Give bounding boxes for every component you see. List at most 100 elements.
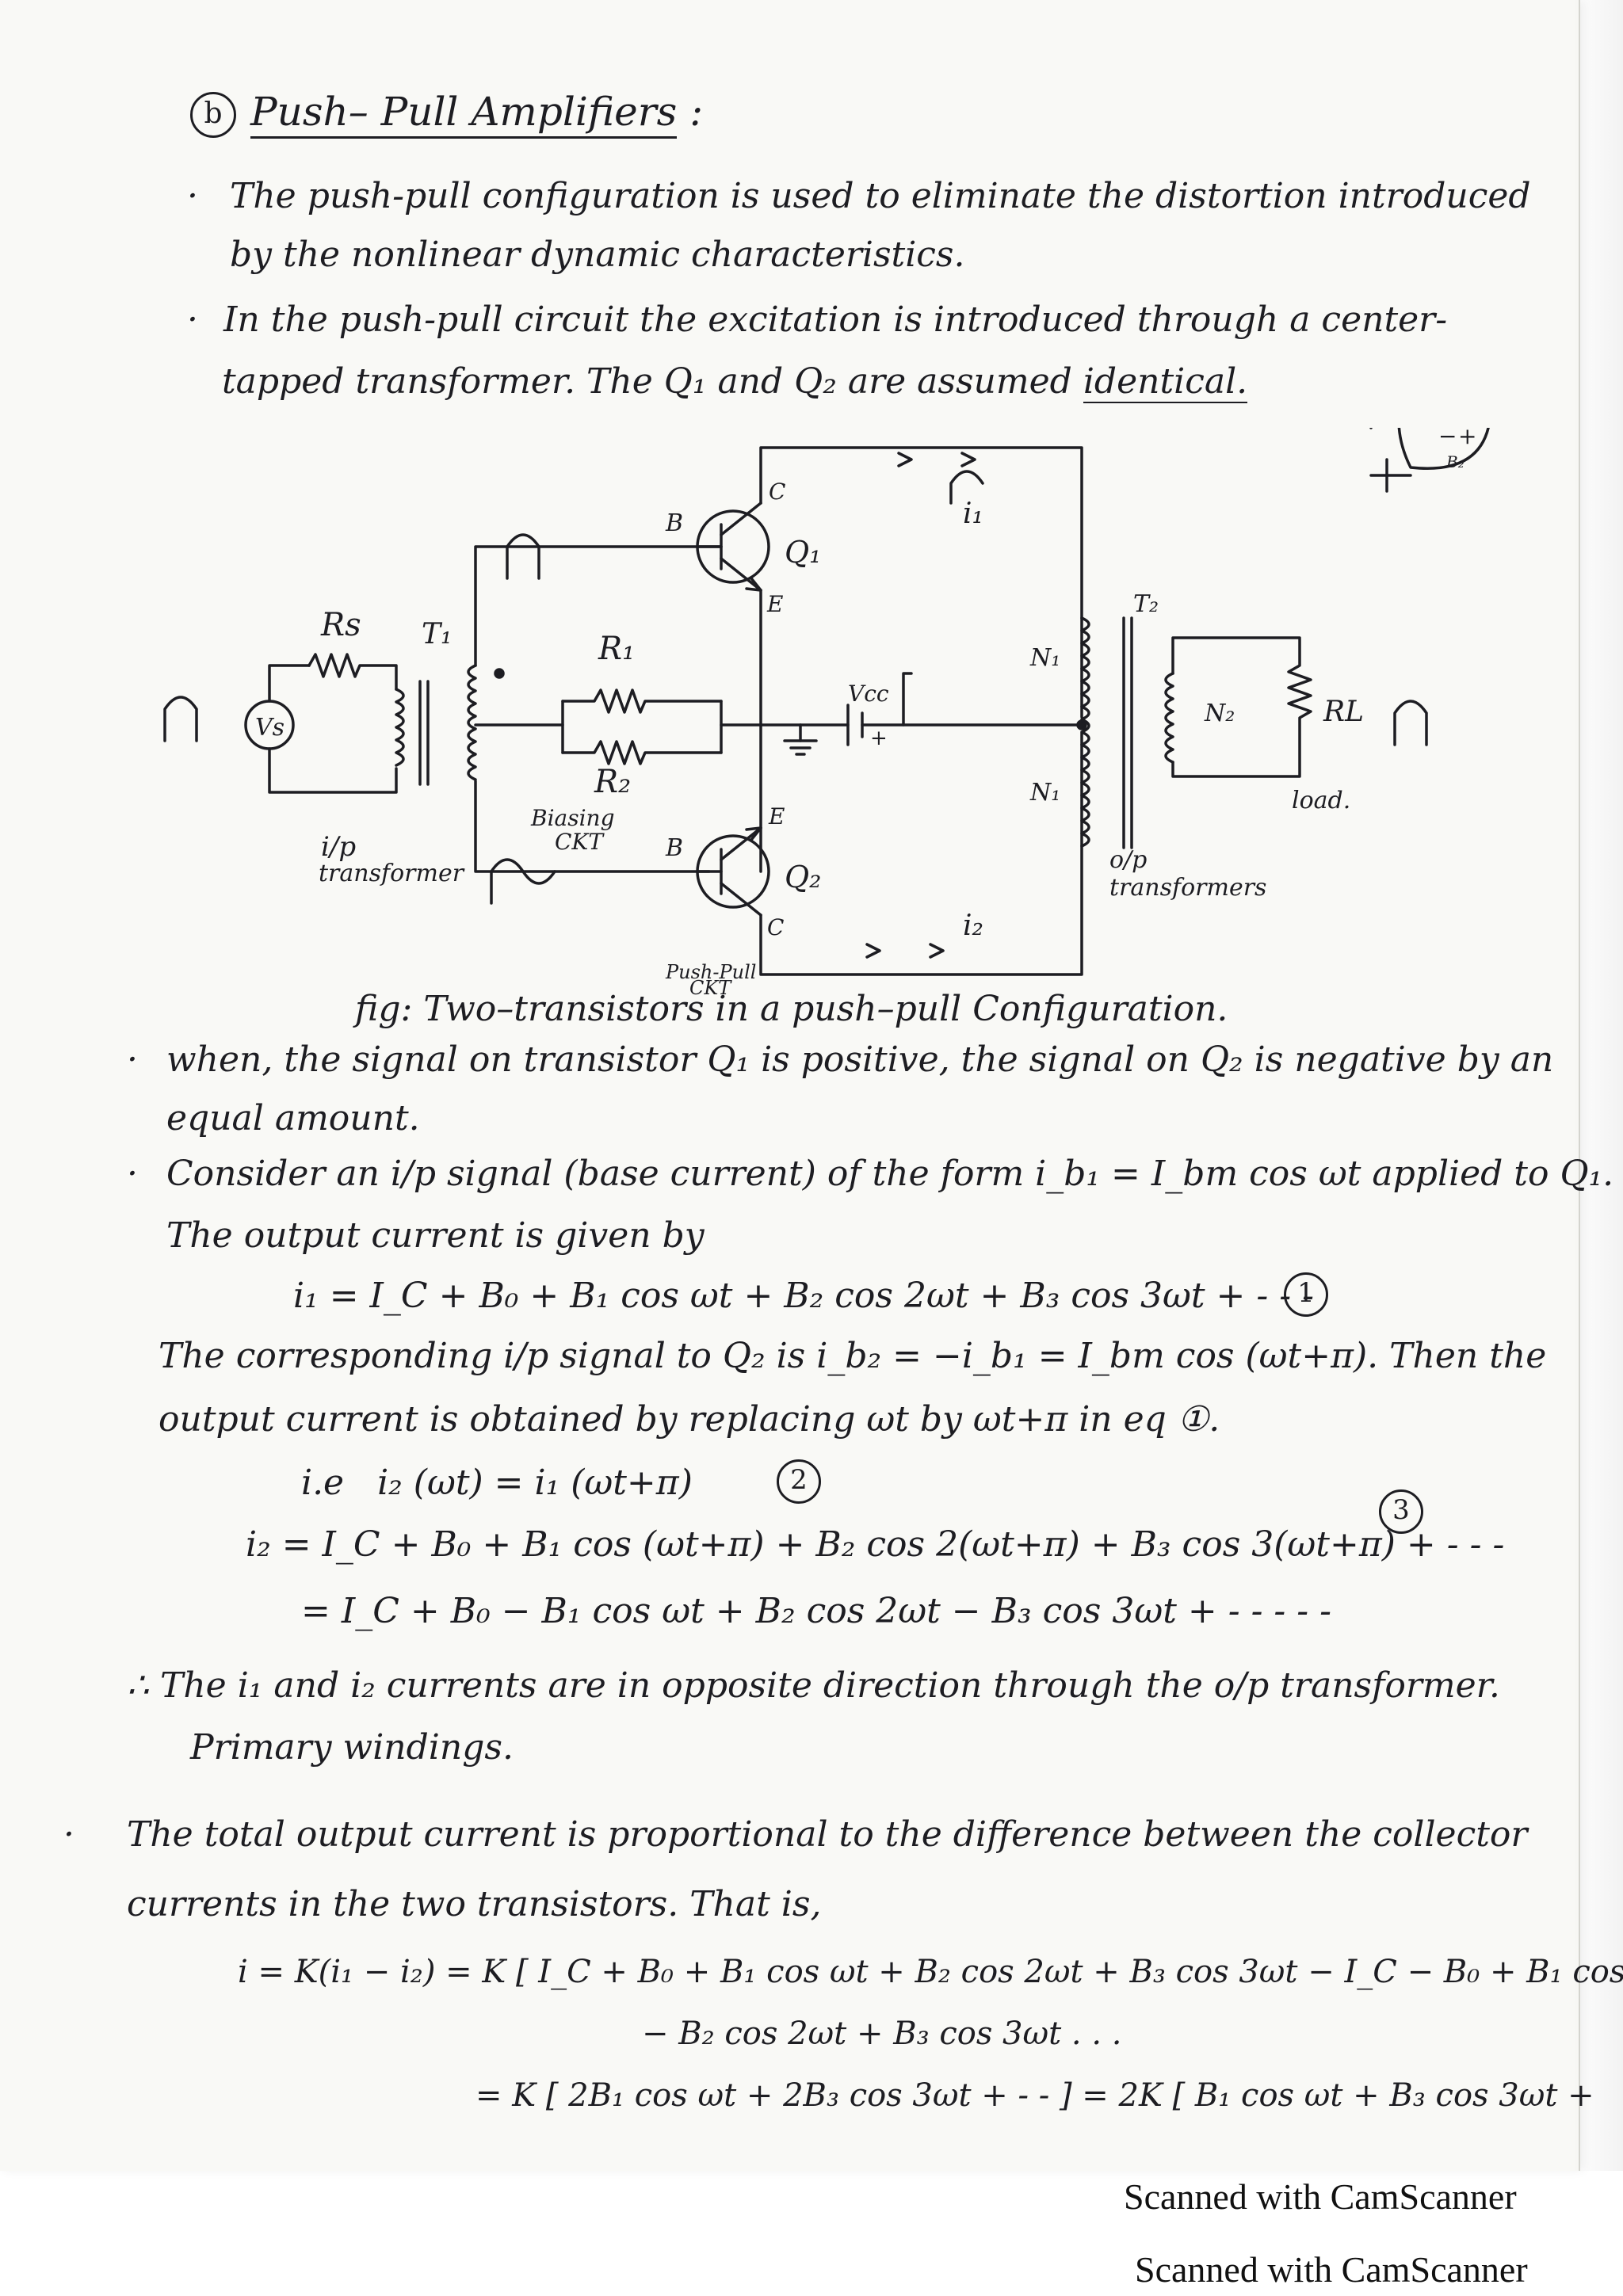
label-r2: R₂ <box>594 764 631 800</box>
wire-q2-collector <box>759 731 1083 976</box>
paragraph-line: tapped transformer. The Q₁ and Q₂ are as… <box>222 361 1248 403</box>
paragraph-line: equal amount. <box>166 1098 420 1138</box>
wire-q1-collector <box>759 446 1083 719</box>
camscanner-watermark: Scanned with CamScanner <box>1135 2249 1528 2290</box>
q2-emitter-lead <box>720 826 762 861</box>
paragraph-line: The corresponding i/p signal to Q₂ is i_… <box>158 1336 1547 1376</box>
q1-collector-lead <box>720 502 762 536</box>
current-arrow <box>929 943 945 959</box>
current-arrow <box>865 943 881 959</box>
label-biasing-ckt: CKT <box>555 829 605 855</box>
equation-2: i.e i₂ (ωt) = i₁ (ωt+π) <box>301 1463 693 1503</box>
t1-primary-coil <box>395 688 405 767</box>
label-n1-upper: N₁ <box>1029 644 1060 672</box>
wire-top-base <box>474 545 723 667</box>
paragraph-line: output current is obtained by replacing … <box>158 1399 1220 1440</box>
push-pull-circuit-diagram: Vs Rs T₁ R₁ R₂ Biasing CKT i/p transform… <box>163 428 1490 998</box>
equation-number-2: 2 <box>777 1459 821 1504</box>
equation-5-line-2: − B₂ cos 2ωt + B₃ cos 3ωt . . . <box>642 2016 1122 2052</box>
equation-4: = I_C + B₀ − B₁ cos ωt + B₂ cos 2ωt − B₃… <box>301 1591 1331 1631</box>
center-tap-node <box>1076 719 1087 730</box>
label-i1: i₁ <box>963 498 983 530</box>
current-arrow <box>897 452 913 467</box>
polarity-sketch <box>1397 428 1490 470</box>
label-q2-emitter: E <box>768 803 785 830</box>
label-op: o/p <box>1109 846 1147 874</box>
label-rl: RL <box>1323 696 1364 728</box>
q2-collector-lead <box>720 882 762 917</box>
label-r1: R₁ <box>598 631 635 667</box>
waveform-sketch <box>1369 428 1412 493</box>
label-vcc: Vcc <box>848 681 889 707</box>
waveform-sketch <box>506 533 540 580</box>
label-biasing: Biasing <box>530 805 615 831</box>
equation-prefix: i.e <box>301 1463 345 1503</box>
label-vs: Vs <box>255 714 285 742</box>
equation-1: i₁ = I_C + B₀ + B₁ cos ωt + B₂ cos 2ωt +… <box>293 1276 1314 1316</box>
paragraph-line: ∴ The i₁ and i₂ currents are in opposite… <box>127 1665 1500 1706</box>
paragraph-line: currents in the two transistors. That is… <box>127 1884 822 1924</box>
equation-5-line-1: i = K(i₁ − i₂) = K [ I_C + B₀ + B₁ cos ω… <box>238 1954 1623 1990</box>
wire <box>902 672 913 727</box>
equation-3: i₂ = I_C + B₀ + B₁ cos (ωt+π) + B₂ cos 2… <box>246 1524 1505 1565</box>
paragraph-text: tapped transformer. The Q₁ and Q₂ are as… <box>222 361 1072 402</box>
paragraph-line: The total output current is proportional… <box>127 1814 1528 1855</box>
wire <box>720 700 762 727</box>
polarity-minus: − <box>1438 428 1457 449</box>
wire <box>268 747 398 794</box>
paragraph-line: In the push-pull circuit the excitation … <box>223 299 1448 340</box>
paragraph-line: The output current is given by <box>166 1215 705 1256</box>
bullet-dot: · <box>127 1154 138 1194</box>
equation-number-3: 3 <box>1379 1489 1423 1534</box>
camscanner-watermark: Scanned with CamScanner <box>1124 2176 1517 2217</box>
q1-emitter-lead <box>720 557 762 592</box>
bullet-dot: · <box>187 299 198 340</box>
label-q2-base: B <box>665 834 683 862</box>
label-n1-lower: N₁ <box>1029 779 1060 807</box>
q2-emitter-arrow <box>745 826 762 841</box>
wire <box>268 664 311 703</box>
label-q1-collector: C <box>769 479 785 505</box>
label-i2: i₂ <box>963 910 983 942</box>
bullet-dot: · <box>127 1039 138 1080</box>
label-b2: B₂ <box>1445 452 1465 471</box>
wire-bottom-base <box>474 780 711 873</box>
resistor-r2 <box>561 740 723 765</box>
paragraph-line: when, the signal on transistor Q₁ is pos… <box>166 1039 1554 1080</box>
scanned-page <box>1579 0 1580 2171</box>
label-load: load. <box>1292 787 1350 814</box>
waveform-sketch <box>490 858 556 905</box>
equation-text: i₂ (ωt) = i₁ (ωt+π) <box>377 1463 693 1503</box>
label-pushpull: Push-Pull <box>665 961 756 983</box>
bullet-dot: · <box>187 176 198 216</box>
label-t1: T₁ <box>422 618 452 650</box>
t1-secondary-coil <box>467 664 477 781</box>
bullet-dot: · <box>63 1814 74 1855</box>
t2-primary-coil <box>1080 616 1090 848</box>
resistor-rs <box>307 653 398 691</box>
label-rs: Rs <box>320 607 361 643</box>
dot-marker <box>494 668 505 679</box>
equation-number-1: 1 <box>1284 1272 1328 1317</box>
label-op-transformers: transformers <box>1109 874 1266 902</box>
underlined-word: identical. <box>1083 361 1248 403</box>
label-q1-emitter: E <box>766 591 783 617</box>
label-n2: N₂ <box>1204 700 1235 727</box>
equation-6: = K [ 2B₁ cos ωt + 2B₃ cos 3ωt + - - ] =… <box>475 2077 1594 2114</box>
polarity-plus: + <box>1458 428 1476 449</box>
current-arrow <box>960 452 976 467</box>
waveform-sketch <box>163 696 198 742</box>
label-q2: Q₂ <box>785 860 821 894</box>
t2-secondary-coil <box>1164 672 1174 764</box>
paragraph-line: Primary windings. <box>190 1727 514 1768</box>
paragraph-line: by the nonlinear dynamic characteristics… <box>230 235 965 275</box>
page-edge-shadow <box>1568 0 1623 2171</box>
label-ip: i/p <box>321 831 356 863</box>
heading-colon: : <box>689 89 704 135</box>
resistor-r1 <box>561 688 723 714</box>
label-q1: Q₁ <box>785 535 821 570</box>
label-pushpull-ckt: CKT <box>689 977 732 998</box>
section-title: Push– Pull Amplifiers <box>250 89 678 139</box>
paragraph-line: Consider an i/p signal (base current) of… <box>166 1154 1614 1194</box>
label-t2: T₂ <box>1133 590 1159 618</box>
